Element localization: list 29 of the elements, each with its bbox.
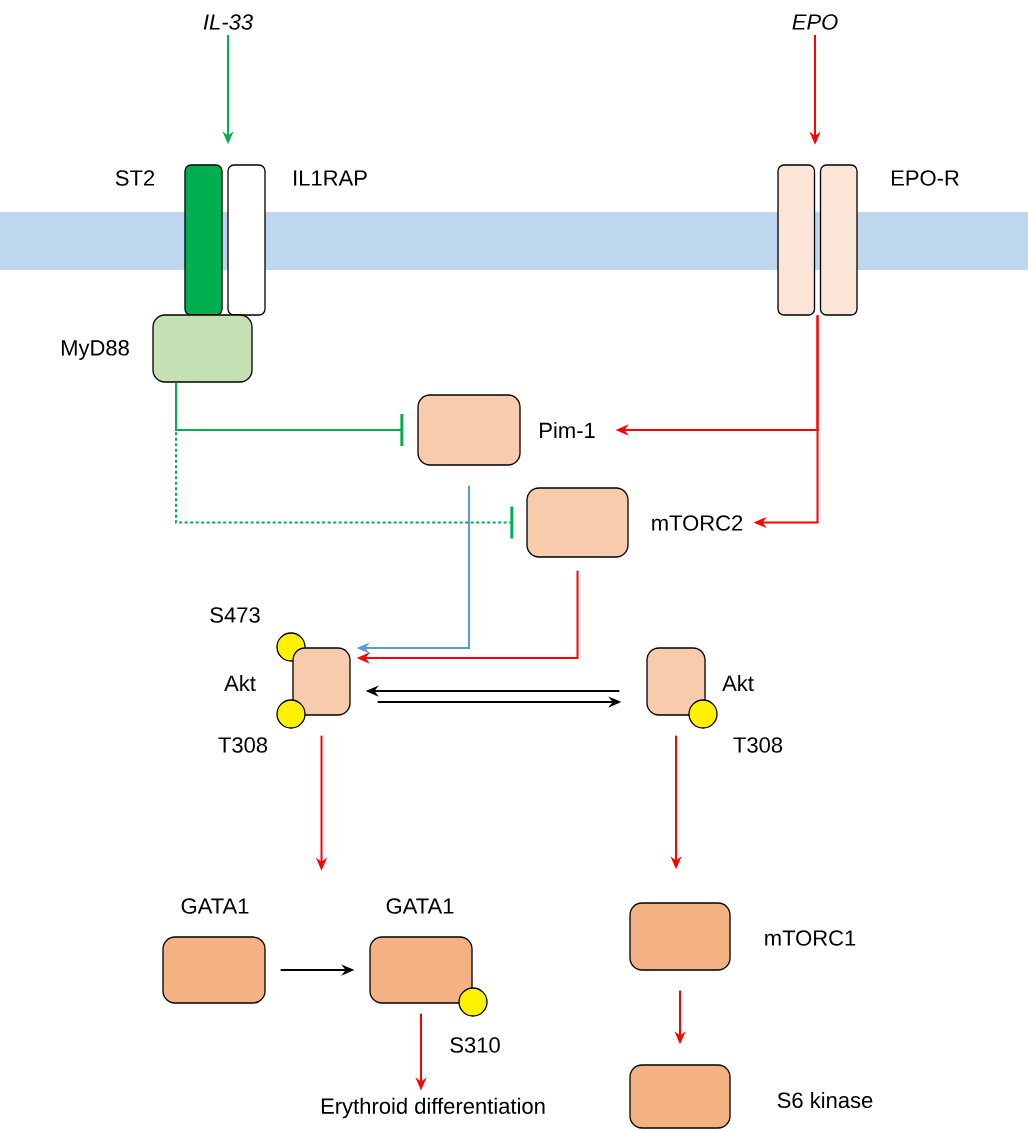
protein-box: S6 kinase	[629, 1064, 873, 1129]
ligand-label: IL-33	[203, 14, 253, 30]
node-label: mTORC2	[652, 515, 743, 531]
receptor-bar: IL1RAP	[227, 164, 367, 316]
arrow	[175, 381, 514, 539]
outcome-label: Erythroid differentiation	[321, 1097, 545, 1119]
node-label: S6 kinase	[777, 1091, 873, 1109]
receptor-bar: ST2	[115, 164, 223, 316]
site-label: S473	[210, 607, 260, 623]
ligand-label: EPO	[792, 14, 838, 30]
protein-box: GATA1	[162, 898, 266, 1004]
node-label: EPO-R	[891, 170, 959, 186]
node-label: mTORC1	[765, 930, 856, 946]
protein-box: MyD88	[61, 314, 253, 383]
site-label: S310	[450, 1037, 500, 1053]
node-label: ST2	[115, 170, 155, 186]
node-label: MyD88	[61, 340, 129, 360]
node-label: Pim-1	[540, 422, 595, 438]
receptor-drawing: EPO-R	[777, 164, 959, 316]
protein-box: GATA1	[369, 898, 473, 1004]
site-label: T308	[218, 737, 268, 753]
node-label: IL1RAP	[294, 170, 367, 186]
protein-box: Akt	[646, 647, 754, 716]
node-label: GATA1	[181, 898, 249, 914]
protein-box: Pim-1	[417, 394, 595, 466]
protein-box: Akt	[224, 647, 351, 716]
protein-box: mTORC1	[629, 902, 856, 971]
site-label: T308	[733, 737, 783, 753]
protein-box: mTORC2	[526, 487, 743, 558]
